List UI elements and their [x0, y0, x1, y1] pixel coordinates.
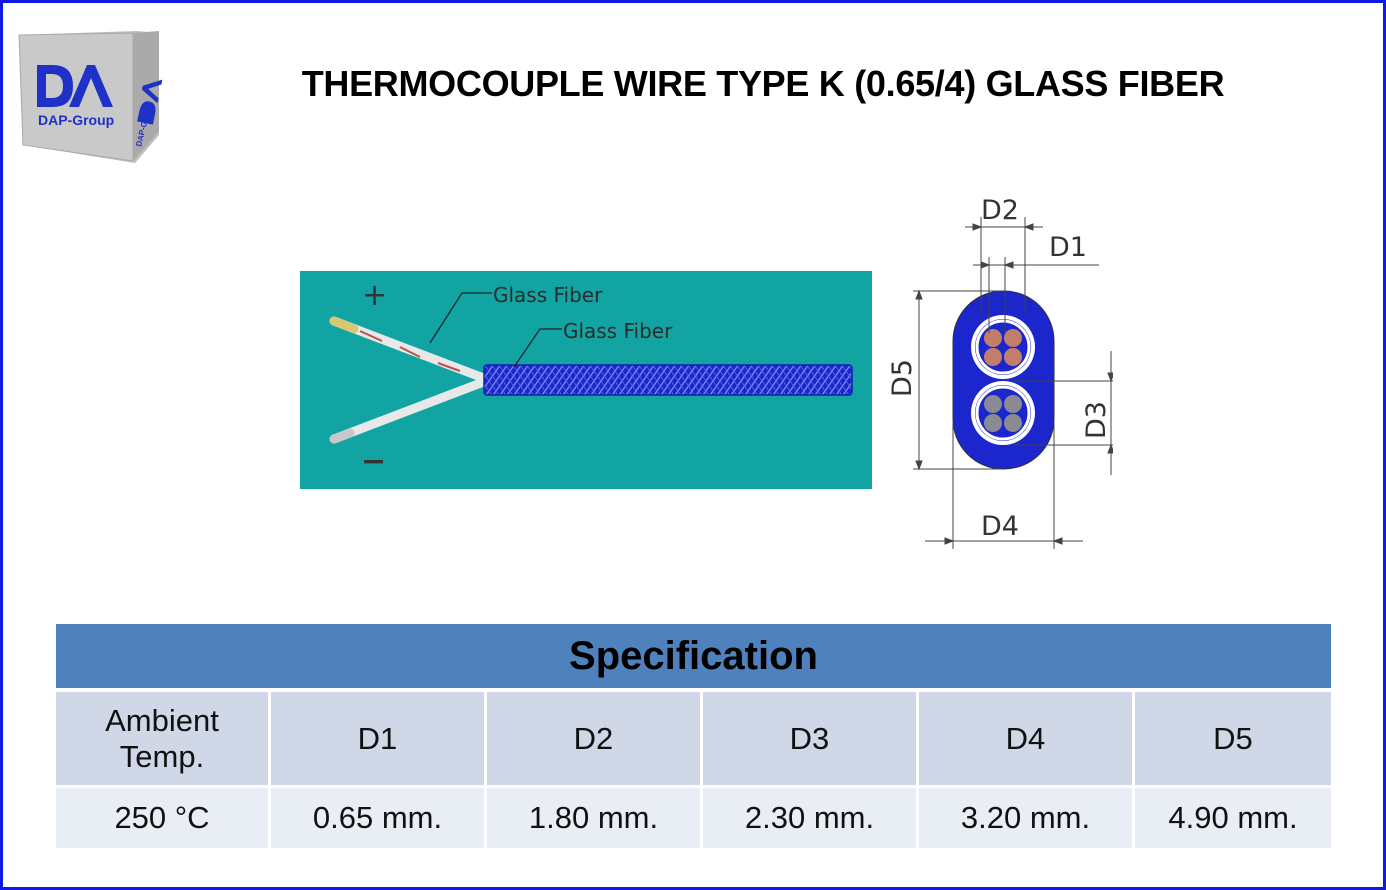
minus-sign: − [361, 444, 386, 479]
dim-label-d2: D2 [981, 195, 1019, 226]
plus-sign: + [362, 278, 387, 313]
header-d5: D5 [1135, 688, 1331, 785]
specification-title: Specification [56, 624, 1331, 688]
specification-table: Specification Ambient Temp. D1 D2 D3 D4 … [56, 624, 1331, 848]
cross-section-drawing: D2 D1 D5 D3 D4 [887, 195, 1113, 549]
value-d1: 0.65 mm. [271, 785, 487, 848]
dap-group-logo: DAP-Group DAP-Group [18, 31, 163, 163]
dim-label-d4: D4 [981, 511, 1019, 542]
header-d4: D4 [919, 688, 1135, 785]
value-d3: 2.30 mm. [703, 785, 919, 848]
header-d2: D2 [487, 688, 703, 785]
value-d5: 4.90 mm. [1135, 785, 1331, 848]
table-row: 250 °C 0.65 mm. 1.80 mm. 2.30 mm. 3.20 m… [56, 785, 1331, 848]
dim-label-d5: D5 [887, 359, 918, 397]
header-d1: D1 [271, 688, 487, 785]
wire-illustration: Glass Fiber Glass Fiber + − [300, 271, 872, 489]
glass-fiber-sheath [483, 364, 853, 396]
dim-label-d3: D3 [1081, 401, 1112, 439]
header-ambient-temp: Ambient Temp. [56, 688, 271, 785]
label-glass-fiber-outer: Glass Fiber [563, 319, 673, 343]
value-ambient-temp: 250 °C [56, 785, 271, 848]
dim-label-d1: D1 [1049, 232, 1087, 263]
value-d4: 3.20 mm. [919, 785, 1135, 848]
logo-text: DAP-Group [38, 112, 114, 128]
leader-line-outer [513, 328, 562, 368]
label-glass-fiber-inner: Glass Fiber [493, 283, 603, 307]
leader-line-inner [429, 292, 492, 344]
value-d2: 1.80 mm. [487, 785, 703, 848]
table-header-row: Ambient Temp. D1 D2 D3 D4 D5 [56, 688, 1331, 785]
header-d3: D3 [703, 688, 919, 785]
page-title: THERMOCOUPLE WIRE TYPE K (0.65/4) GLASS … [301, 63, 1225, 104]
